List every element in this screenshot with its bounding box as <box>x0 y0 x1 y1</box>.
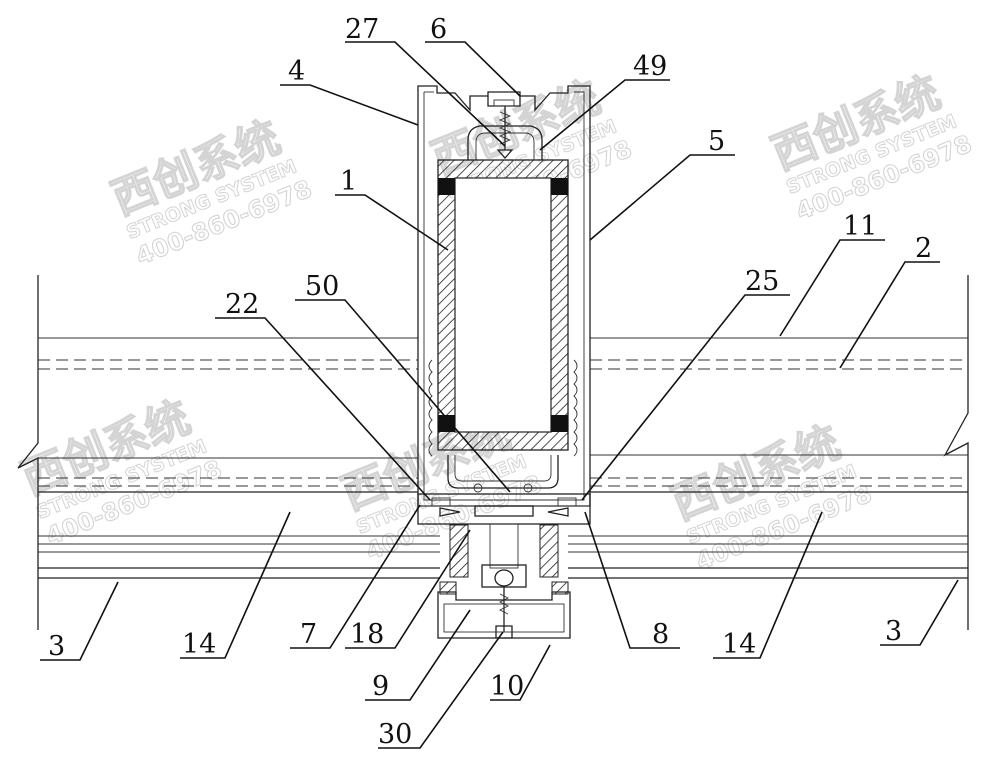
callout-9: 9 <box>372 671 389 702</box>
callout-2: 2 <box>915 233 932 264</box>
cover-assembly <box>437 524 571 639</box>
callout-4: 4 <box>288 56 305 87</box>
callout-10: 10 <box>490 671 524 702</box>
callout-3-right: 3 <box>885 616 902 647</box>
callout-18: 18 <box>350 619 384 650</box>
callout-49: 49 <box>633 51 667 82</box>
glass-panels <box>38 337 968 579</box>
callout-5: 5 <box>708 126 725 157</box>
callout-50: 50 <box>305 271 339 302</box>
leader-lines <box>40 41 959 749</box>
callout-27: 27 <box>345 14 379 45</box>
callout-14: 14 <box>182 629 216 660</box>
callout-1: 1 <box>340 166 357 197</box>
callout-14-right: 14 <box>722 629 756 660</box>
callout-25: 25 <box>745 266 779 297</box>
callout-3: 3 <box>48 631 65 662</box>
callout-22: 22 <box>225 289 259 320</box>
bottom-connector <box>447 455 559 493</box>
callout-6: 6 <box>430 14 447 45</box>
steel-tube <box>437 159 569 451</box>
side-gaskets <box>428 359 578 457</box>
top-connector <box>467 106 543 160</box>
callout-8: 8 <box>652 619 669 650</box>
callout-7: 7 <box>300 619 317 650</box>
callout-30: 30 <box>378 719 412 750</box>
callout-labels: 27 6 49 4 5 1 11 2 50 25 22 7 18 8 14 14… <box>48 14 932 750</box>
callout-11: 11 <box>843 211 877 242</box>
